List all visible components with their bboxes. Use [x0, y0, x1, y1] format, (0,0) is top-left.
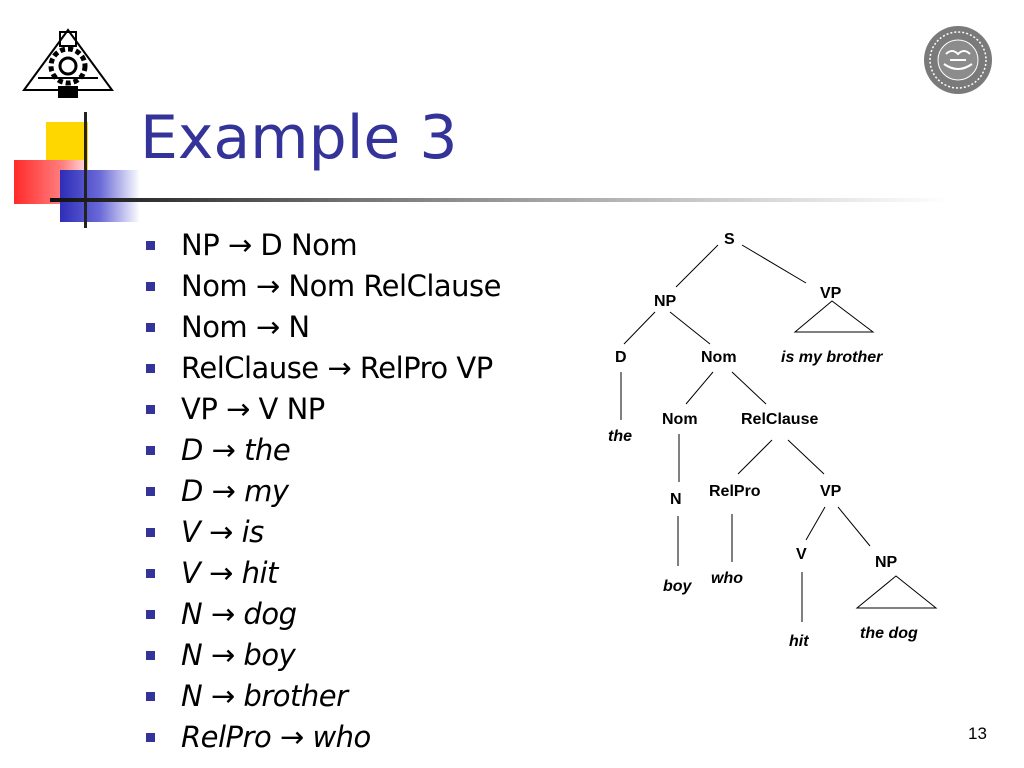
edge-np-d — [623, 311, 656, 345]
deco-vertical-line — [84, 112, 87, 228]
node-vp-top: VP — [820, 285, 842, 302]
triangle-np-inner — [855, 575, 938, 609]
node-v: V — [796, 546, 807, 563]
bullet-square-icon — [146, 610, 155, 619]
bullet-square-icon — [146, 733, 155, 742]
rule-text: Nom → Nom RelClause — [181, 269, 501, 303]
bullet-square-icon — [146, 487, 155, 496]
rule-text: NP → D Nom — [181, 228, 358, 262]
title-underline — [50, 198, 950, 202]
gear-emblem-icon — [22, 28, 114, 98]
node-relclause: RelClause — [741, 411, 818, 428]
rule-text: N → dog — [181, 597, 297, 631]
deco-blue-block — [60, 170, 140, 222]
edge-s-vp — [741, 244, 807, 284]
leaf-the: the — [608, 428, 632, 445]
node-n: N — [670, 491, 682, 508]
node-vp-inner: VP — [820, 483, 842, 500]
bullet-square-icon — [146, 569, 155, 578]
rule-text: RelPro → who — [181, 720, 371, 754]
node-np: NP — [654, 293, 677, 310]
page-number: 13 — [968, 724, 987, 743]
rule-text: D → my — [181, 474, 289, 508]
edge-nom-nom — [685, 371, 714, 405]
edge-vp-v — [805, 506, 826, 541]
node-relpro: RelPro — [709, 483, 761, 500]
node-d: D — [615, 349, 627, 366]
bullet-square-icon — [146, 282, 155, 291]
bullet-square-icon — [146, 446, 155, 455]
node-nom-top: Nom — [701, 349, 737, 366]
leaf-who: who — [711, 570, 743, 587]
rule-text: Nom → N — [181, 310, 310, 344]
bullet-square-icon — [146, 364, 155, 373]
rule-text: D → the — [181, 433, 291, 467]
leaf-the-dog: the dog — [860, 625, 918, 642]
node-nom-inner: Nom — [662, 411, 698, 428]
rule-text: V → is — [181, 515, 264, 549]
slide-title: Example 3 — [140, 103, 458, 173]
rule-text: RelClause → RelPro VP — [181, 351, 493, 385]
bullet-square-icon — [146, 692, 155, 701]
bullet-square-icon — [146, 241, 155, 250]
edge-relclause-relpro — [737, 439, 773, 475]
edge-relclause-vp — [787, 439, 825, 475]
edge-s-np — [675, 244, 719, 288]
bullet-square-icon — [146, 323, 155, 332]
edge-np-nom — [669, 311, 711, 345]
leaf-is-my-brother: is my brother — [781, 349, 883, 366]
university-seal-icon — [924, 26, 992, 94]
leaf-boy: boy — [663, 578, 693, 595]
node-np-inner: NP — [875, 554, 898, 571]
rule-text: V → hit — [181, 556, 278, 590]
triangle-vp-top — [793, 300, 875, 333]
bullet-square-icon — [146, 528, 155, 537]
rule-text: N → boy — [181, 638, 296, 672]
rule-text: N → brother — [181, 679, 348, 713]
edge-vp-np — [837, 506, 871, 547]
node-s: S — [724, 231, 735, 248]
edge-nom-relclause — [731, 371, 767, 405]
bullet-square-icon — [146, 651, 155, 660]
leaf-hit: hit — [789, 633, 809, 650]
bullet-square-icon — [146, 405, 155, 414]
rule-text: VP → V NP — [181, 392, 325, 426]
